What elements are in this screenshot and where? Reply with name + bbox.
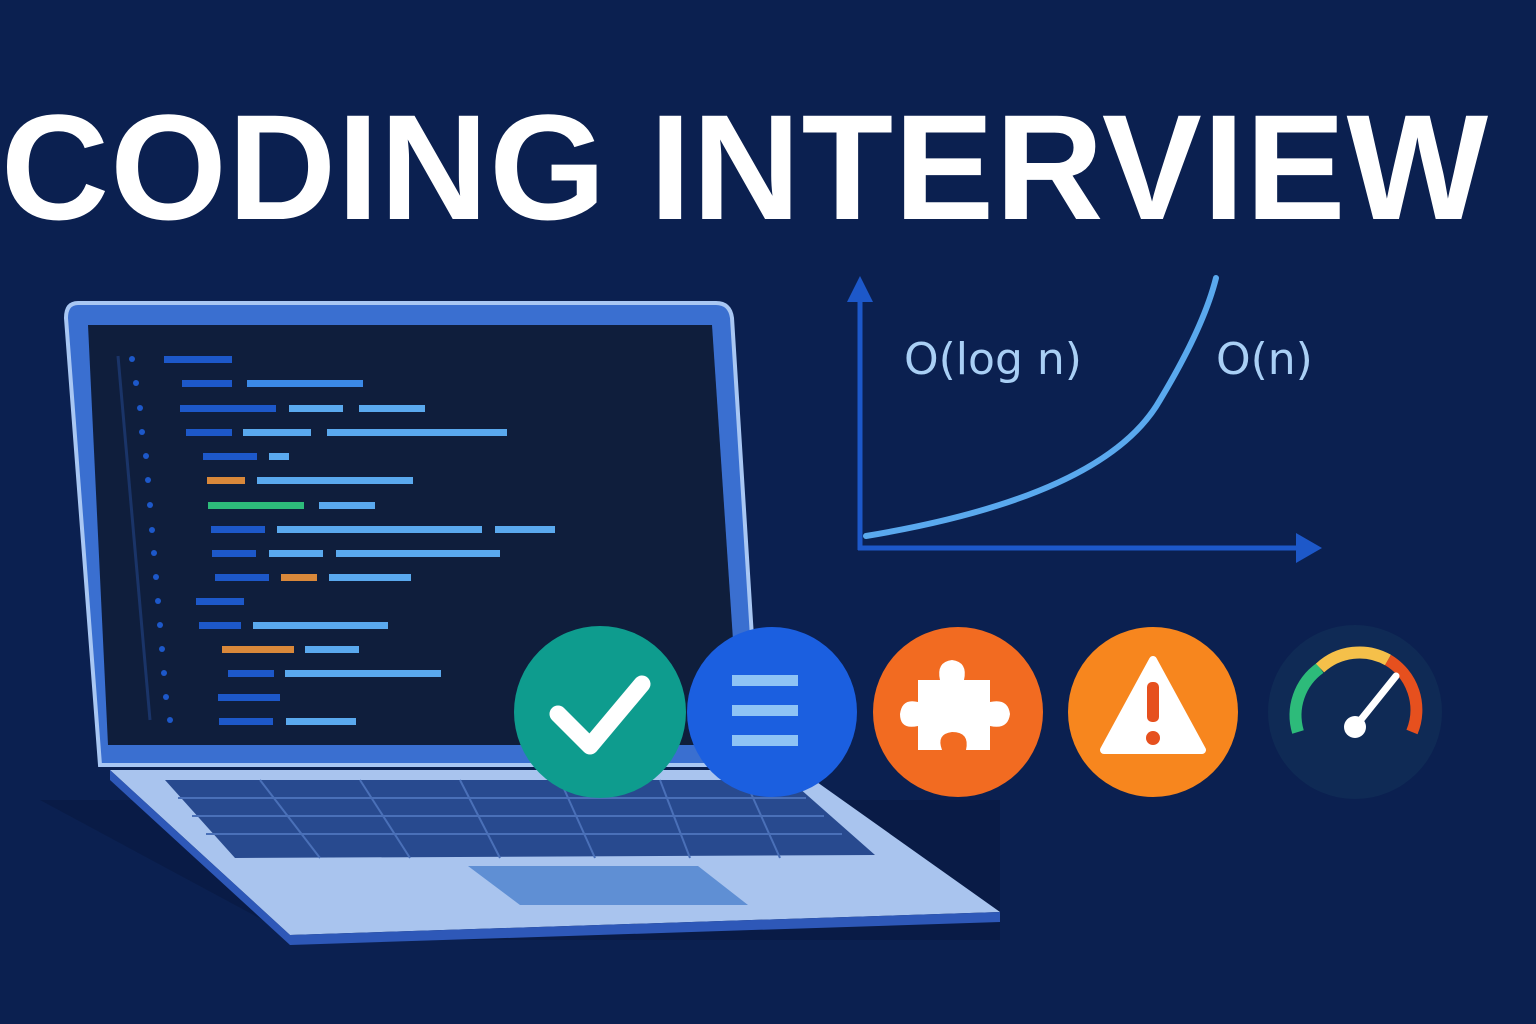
keyboard-keys [178,779,842,859]
x-axis-arrow [1296,533,1322,563]
icon-row [514,625,1442,799]
code-lines [116,355,555,725]
complexity-graph [847,275,1322,563]
label-log-complexity: O(log n) [904,334,1082,385]
label-linear-complexity: O(n) [1216,334,1313,385]
page-title: CODING INTERVIEW [0,83,1490,251]
warning-icon [1068,627,1238,797]
trackpad [468,866,748,905]
complexity-curve [863,275,1219,539]
laptop [40,301,1000,945]
speedometer-icon [1268,625,1442,799]
list-icon [687,627,857,797]
puzzle-icon [873,627,1043,797]
checkmark-icon [514,626,686,798]
y-axis-arrow [847,276,873,302]
keyboard [165,780,875,858]
